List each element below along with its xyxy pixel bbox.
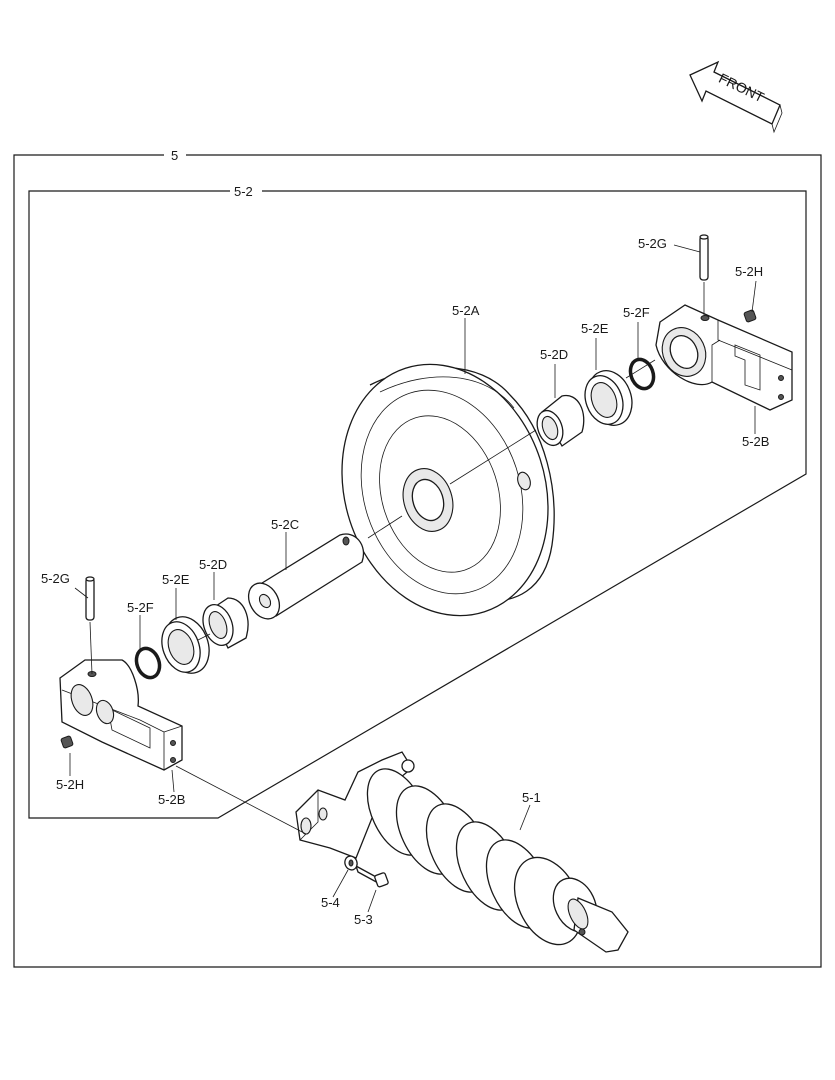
subassembly-frame-5-2: 5-2 xyxy=(28,184,807,819)
bushing-right xyxy=(536,394,585,447)
plug-right xyxy=(743,309,757,323)
label-recoil-spring: 5-1 xyxy=(522,790,541,805)
washer xyxy=(344,855,358,871)
bracket-right xyxy=(655,304,793,411)
label-washer: 5-4 xyxy=(321,895,340,910)
label-seal-right: 5-2E xyxy=(581,321,609,336)
front-arrow: FRONT xyxy=(689,60,783,134)
assembly-frame-5: 5 xyxy=(13,148,822,968)
pin-right xyxy=(699,234,709,281)
label-oring-left: 5-2F xyxy=(127,600,154,615)
plug-left xyxy=(60,735,74,749)
label-oring-right: 5-2F xyxy=(623,305,650,320)
bushing-left xyxy=(202,597,249,649)
label-5: 5 xyxy=(171,148,178,163)
label-bushing-left: 5-2D xyxy=(199,557,227,572)
idler-wheel xyxy=(341,363,555,617)
label-bracket-left: 5-2B xyxy=(158,792,185,807)
label-bolt: 5-3 xyxy=(354,912,373,927)
label-5-2: 5-2 xyxy=(234,184,253,199)
recoil-spring xyxy=(295,751,629,953)
part-labels: 5-2A 5-2D 5-2E 5-2F 5-2G 5-2H 5-2B 5-2C … xyxy=(41,236,769,927)
label-plug-right: 5-2H xyxy=(735,264,763,279)
label-pin-right: 5-2G xyxy=(638,236,667,251)
label-plug-left: 5-2H xyxy=(56,777,84,792)
label-bracket-right: 5-2B xyxy=(742,434,769,449)
oring-left xyxy=(134,646,162,680)
label-shaft: 5-2C xyxy=(271,517,299,532)
leader-lines xyxy=(69,244,757,913)
label-bushing-right: 5-2D xyxy=(540,347,568,362)
seal-left xyxy=(161,616,210,674)
oring-right xyxy=(628,357,656,391)
label-seal-left: 5-2E xyxy=(162,572,190,587)
bracket-left xyxy=(59,659,183,771)
pin-left xyxy=(85,576,95,621)
label-idler-wheel: 5-2A xyxy=(452,303,480,318)
seal-right xyxy=(584,370,633,426)
label-pin-left: 5-2G xyxy=(41,571,70,586)
bolt xyxy=(354,864,389,888)
shaft xyxy=(247,533,365,620)
